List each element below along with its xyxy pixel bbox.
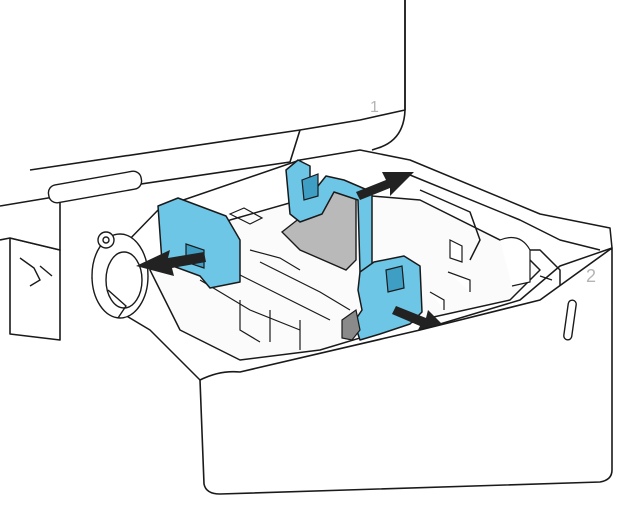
tray-left-mechanism — [19, 231, 149, 319]
upper-tray-callout-number: 1 — [370, 99, 379, 116]
tray-front-panel — [199, 247, 613, 495]
printer-body — [0, 0, 406, 341]
upper-tray-handle-slot — [47, 170, 143, 204]
tray-front-handle[interactable] — [563, 299, 577, 341]
printer-right-edge — [371, 0, 406, 151]
right-guide-base — [341, 308, 361, 341]
left-arrow-icon — [136, 250, 206, 276]
rear-guide-clip — [301, 173, 319, 201]
right-guide-tab — [385, 265, 405, 293]
lower-tray-callout-number: 2 — [586, 266, 596, 286]
rear-arrow-icon — [356, 172, 414, 200]
tray-floor-ribs — [199, 207, 351, 350]
tray-right-features — [429, 237, 553, 310]
